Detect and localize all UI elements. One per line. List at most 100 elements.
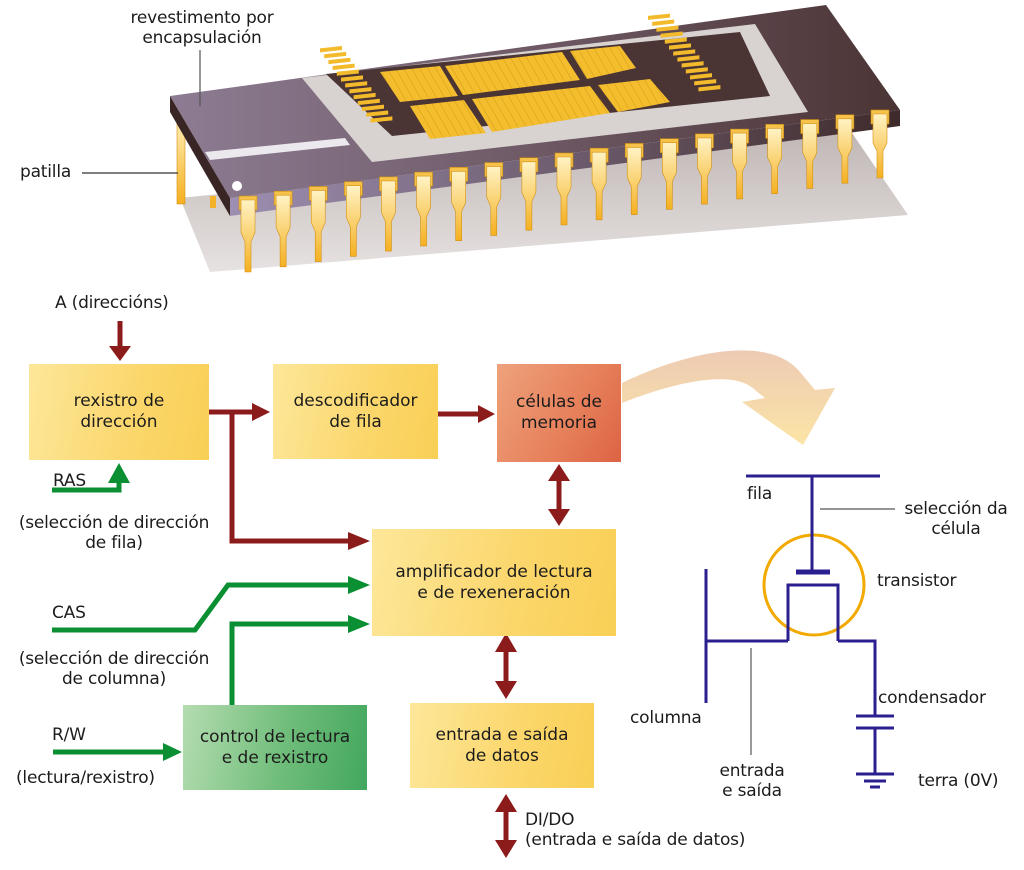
cap-line [838,639,877,716]
chip-pin [660,138,679,210]
bond-pad [324,51,347,59]
column-label: columna [630,708,702,728]
chip-front-pins [238,109,890,273]
bond-pad [685,67,708,74]
bond-pad [673,49,696,56]
zoom-curved-arrow [622,350,835,445]
address-bus-arrows [117,321,562,842]
chip-pin [379,176,398,252]
transistor-label: transistor [877,571,957,591]
chip-pin [624,143,644,215]
chip-shadow-plane [180,130,908,272]
row-decoder-block: descodificador de fila [273,364,438,459]
cell-select-label: selección da célula [895,499,1017,539]
bond-pad [669,43,691,50]
transistor-ring [762,533,866,637]
address-input-label: A (direccións) [55,293,169,313]
coating-label: revestimento por encapsulación [112,8,292,48]
cas-desc-line1: (selección de dirección [18,649,210,669]
bond-pad [357,98,380,106]
bond-pad [336,69,359,76]
rw-description: (lectura/rexistro) [16,768,155,788]
chip-pin [308,186,328,262]
chip-pin [554,152,574,226]
bond-pads-right [648,13,721,92]
bond-pad [349,87,372,94]
chip-pin [765,124,784,194]
capacitor-label: condensador [878,688,986,708]
bond-pad [652,19,675,26]
chip-pin [519,157,539,231]
rw-control-block: control de lectura e de rexistro [183,705,367,790]
coating-label-line2: encapsulación [142,28,262,48]
chip-pin-back [210,196,216,208]
chip-package-end [170,96,230,216]
address-register-line1: rexistro de [73,391,165,411]
bond-pad [694,79,717,86]
chip-pin [484,162,504,236]
bond-pad [681,61,704,68]
dram-chip-illustration [82,5,908,273]
dido-description: (entrada e saída de datos) [525,830,746,850]
address-register-line2: dirección [80,412,158,432]
rw-control-line1: control de lectura [199,726,351,747]
bond-pad [698,85,721,92]
chip-pin [414,171,433,247]
chip-pin [449,167,468,241]
chip-pin [870,109,890,179]
bond-pad [660,31,683,38]
ground-label: terra (0V) [918,771,999,791]
pin-label: patilla [20,162,72,182]
memory-arrays [380,46,670,139]
bond-pad [690,73,712,80]
data-io-line2: de datos [465,745,539,766]
chip-pin [344,181,363,257]
control-signal-arrows [52,480,350,755]
bond-pad [341,75,363,82]
cas-label: CAS [52,603,86,623]
bond-pad [345,81,368,88]
data-io-line1: entrada e saída [435,724,569,745]
bond-pad [370,116,393,123]
chip-pin [695,133,714,205]
cell-select-line2: célula [931,519,981,539]
ras-desc-line1: (selección de dirección [18,513,210,533]
channel [786,583,840,641]
row-label: fila [747,484,773,504]
pin1-marker [232,181,242,191]
bond-pad [328,57,351,65]
chip-pin [589,147,609,221]
bond-pad [332,63,355,70]
bond-pad [664,37,687,44]
bond-pads-left [320,46,393,123]
dido-label: DI/DO [525,810,575,830]
row-decoder-line1: descodificador [293,390,418,411]
package-stripe [205,138,350,160]
rw-control-line2: e de rexistro [221,747,329,768]
ras-label: RAS [53,471,86,491]
chip-pin [730,128,749,200]
control-arrowheads [108,463,370,761]
bond-pad [656,25,679,32]
cas-desc-line2: de columna) [61,669,167,689]
row-decoder-line2: de fila [329,411,382,432]
rw-label: R/W [52,725,86,745]
cas-description: (selección de dirección de columna) [5,649,223,689]
cell-circuit [704,474,895,789]
chip-pin [800,119,820,189]
sense-amplifier-line2: e de rexeneración [417,582,571,603]
sense-amplifier-line1: amplificador de lectura [395,561,593,582]
address-register-block: rexistro de dirección [29,364,209,460]
bond-pad [648,13,670,20]
data-io-circuit-line1: entrada [719,761,785,781]
ras-description: (selección de dirección de fila) [5,513,223,553]
coating-label-line1: revestimento por [130,8,274,28]
sense-amplifier-block: amplificador de lectura e de rexeneració… [372,529,616,636]
address-arrowheads [109,346,570,858]
bond-pad [320,46,342,53]
chip-pin [835,114,855,184]
chip-pin [238,195,258,273]
memory-cells-line2: memoria [520,413,598,433]
ras-desc-line2: de fila) [85,533,143,553]
